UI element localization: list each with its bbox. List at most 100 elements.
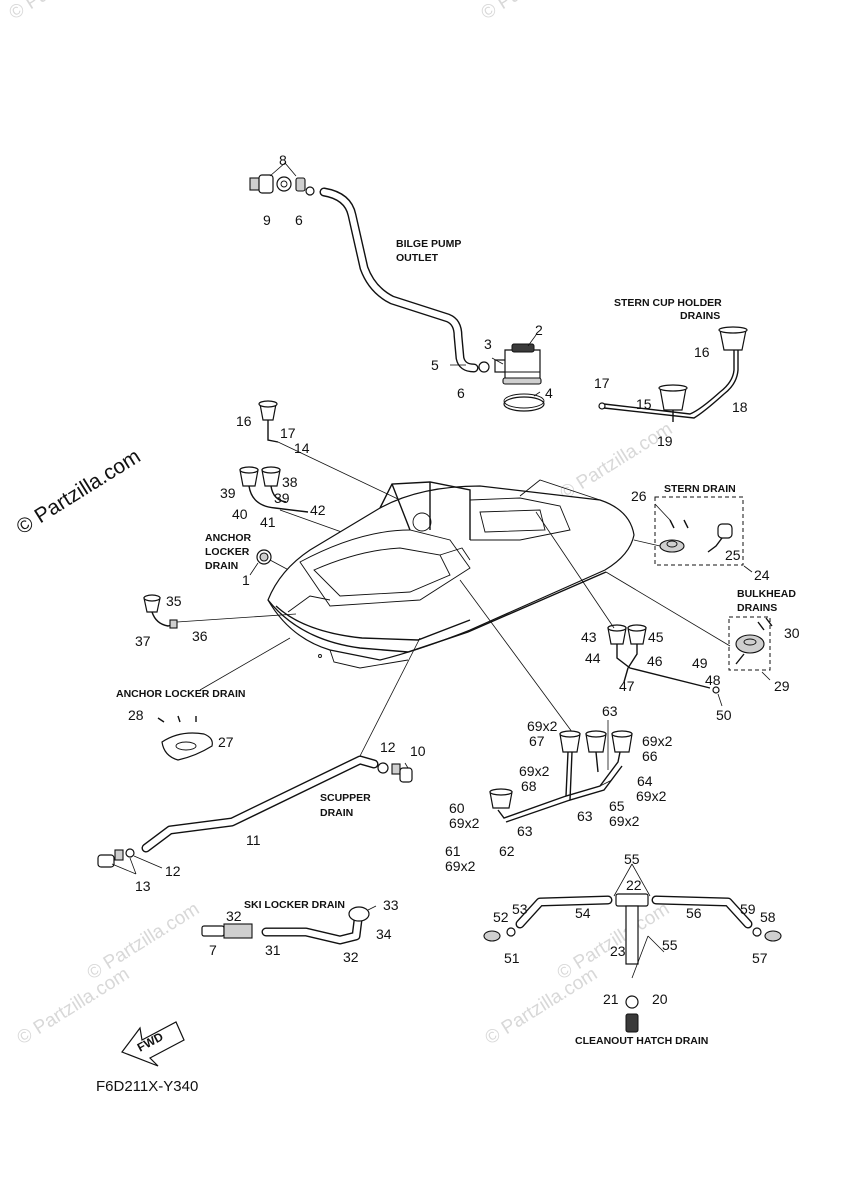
watermark-lower-left-b: © Partzilla.com	[14, 964, 134, 1050]
label-bulkhead: BULKHEAD	[737, 588, 796, 600]
ski-locker-drain-group: SKI LOCKER DRAIN 33 32 34 7 31 32	[201, 897, 399, 965]
callout-69x2g: 69x2	[445, 858, 476, 874]
callout-1: 1	[242, 572, 250, 588]
anchor-locker-drain-group: ANCHOR LOCKER DRAIN 28 27	[116, 637, 291, 761]
cup-holder-38-group: 38 39 39 40 41 42	[220, 466, 421, 561]
callout-39a: 39	[220, 485, 236, 501]
callout-53: 53	[512, 901, 528, 917]
callout-14: 14	[294, 440, 310, 456]
label-bilge-pump: BILGE PUMP	[396, 238, 461, 250]
fwd-arrow-icon: FWD	[121, 1021, 185, 1067]
label-bilge-pump-outlet: OUTLET	[396, 252, 439, 264]
callout-65: 65	[609, 798, 625, 814]
callout-7: 7	[209, 942, 217, 958]
callout-69x2d: 69x2	[636, 788, 667, 804]
bulkhead-drains-group: BULKHEAD DRAINS 30 29	[605, 571, 800, 694]
watermark-main: © Partzilla.com	[12, 445, 144, 539]
callout-20: 20	[652, 991, 668, 1007]
callout-55a: 55	[624, 851, 640, 867]
callout-68: 68	[521, 778, 537, 794]
callout-33: 33	[383, 897, 399, 913]
callout-25: 25	[725, 547, 741, 563]
callout-19: 19	[657, 433, 673, 449]
callout-48: 48	[705, 672, 721, 688]
label-cleanout-hatch-drain: CLEANOUT HATCH DRAIN	[575, 1035, 708, 1047]
callout-63c: 63	[577, 808, 593, 824]
callout-38: 38	[282, 474, 298, 490]
callout-12b: 12	[165, 863, 181, 879]
callout-40: 40	[232, 506, 248, 522]
callout-18: 18	[732, 399, 748, 415]
callout-30: 30	[784, 625, 800, 641]
cleanout-hatch-drain-group: 55 22 53 52 54 56 59 58 51 57 23 55 21 2…	[483, 851, 782, 1047]
callout-69x2b: 69x2	[642, 733, 673, 749]
callout-17b: 17	[280, 425, 296, 441]
figure-code: F6D211X-Y340	[96, 1078, 198, 1095]
watermark-top-mid: © Pa	[478, 0, 526, 24]
callout-36: 36	[192, 628, 208, 644]
callout-2: 2	[535, 322, 543, 338]
callout-64: 64	[637, 773, 653, 789]
callout-32a: 32	[226, 908, 242, 924]
label-stern-drain: STERN DRAIN	[664, 483, 736, 495]
callout-8: 8	[279, 152, 287, 168]
drain-60-69-group: 69x2 67 63 69x2 66 69x2 68 64 69x2 60 69…	[445, 703, 673, 874]
callout-34: 34	[376, 926, 392, 942]
callout-3: 3	[484, 336, 492, 352]
callout-60: 60	[449, 800, 465, 816]
callout-56: 56	[686, 905, 702, 921]
anchor-drain-parts: 35 37 36	[135, 593, 297, 649]
callout-63a: 63	[602, 703, 618, 719]
callout-66: 66	[642, 748, 658, 764]
callout-57: 57	[752, 950, 768, 966]
callout-9: 9	[263, 212, 271, 228]
label-stern-cup-holder-drains: DRAINS	[680, 310, 720, 322]
callout-58: 58	[760, 909, 776, 925]
label-scupper: SCUPPER	[320, 792, 371, 804]
callout-11: 11	[246, 832, 261, 848]
callout-54: 54	[575, 905, 591, 921]
callout-69x2e: 69x2	[449, 815, 480, 831]
callout-6b: 6	[457, 385, 465, 401]
callout-32b: 32	[343, 949, 359, 965]
callout-69x2f: 69x2	[609, 813, 640, 829]
callout-49: 49	[692, 655, 708, 671]
callout-17a: 17	[594, 375, 610, 391]
callout-28: 28	[128, 707, 144, 723]
callout-6a: 6	[295, 212, 303, 228]
callout-24: 24	[754, 567, 770, 583]
callout-13: 13	[135, 878, 151, 894]
callout-4: 4	[545, 385, 553, 401]
stern-drain-group: STERN DRAIN 26 25 24	[631, 483, 770, 583]
label-anchor: ANCHOR	[205, 532, 251, 544]
callout-23: 23	[610, 943, 626, 959]
callout-59: 59	[740, 901, 756, 917]
callout-16a: 16	[694, 344, 710, 360]
callout-5: 5	[431, 357, 439, 373]
callout-51: 51	[504, 950, 520, 966]
label-drain: DRAIN	[205, 560, 238, 572]
callout-39b: 39	[274, 490, 290, 506]
callout-43: 43	[581, 629, 597, 645]
scupper-drain-group: 12 10 SCUPPER DRAIN 11 12 13	[97, 637, 426, 894]
cup-holder-16-group: 16 17 14	[236, 400, 401, 501]
callout-16b: 16	[236, 413, 252, 429]
bilge-pump-outlet-group: 8 9 6 BILGE PUMP OUTLET 2 3 5 6 4	[249, 152, 553, 412]
label-bulkhead-drains: DRAINS	[737, 602, 777, 614]
callout-27: 27	[218, 734, 234, 750]
stern-cup-holder-group: STERN CUP HOLDER DRAINS 16 17 18 15 19	[594, 297, 748, 449]
watermark-top-left: © Pa	[6, 0, 54, 24]
callout-52: 52	[493, 909, 509, 925]
callout-21: 21	[603, 991, 619, 1007]
label-ski-locker-drain: SKI LOCKER DRAIN	[244, 899, 345, 911]
callout-31: 31	[265, 942, 281, 958]
callout-29: 29	[774, 678, 790, 694]
callout-26: 26	[631, 488, 647, 504]
callout-22: 22	[626, 877, 642, 893]
boat-hull-icon	[267, 479, 635, 669]
label-scupper-drain: DRAIN	[320, 807, 353, 819]
callout-67: 67	[529, 733, 545, 749]
callout-37: 37	[135, 633, 151, 649]
bilge-pump-icon	[494, 343, 542, 385]
